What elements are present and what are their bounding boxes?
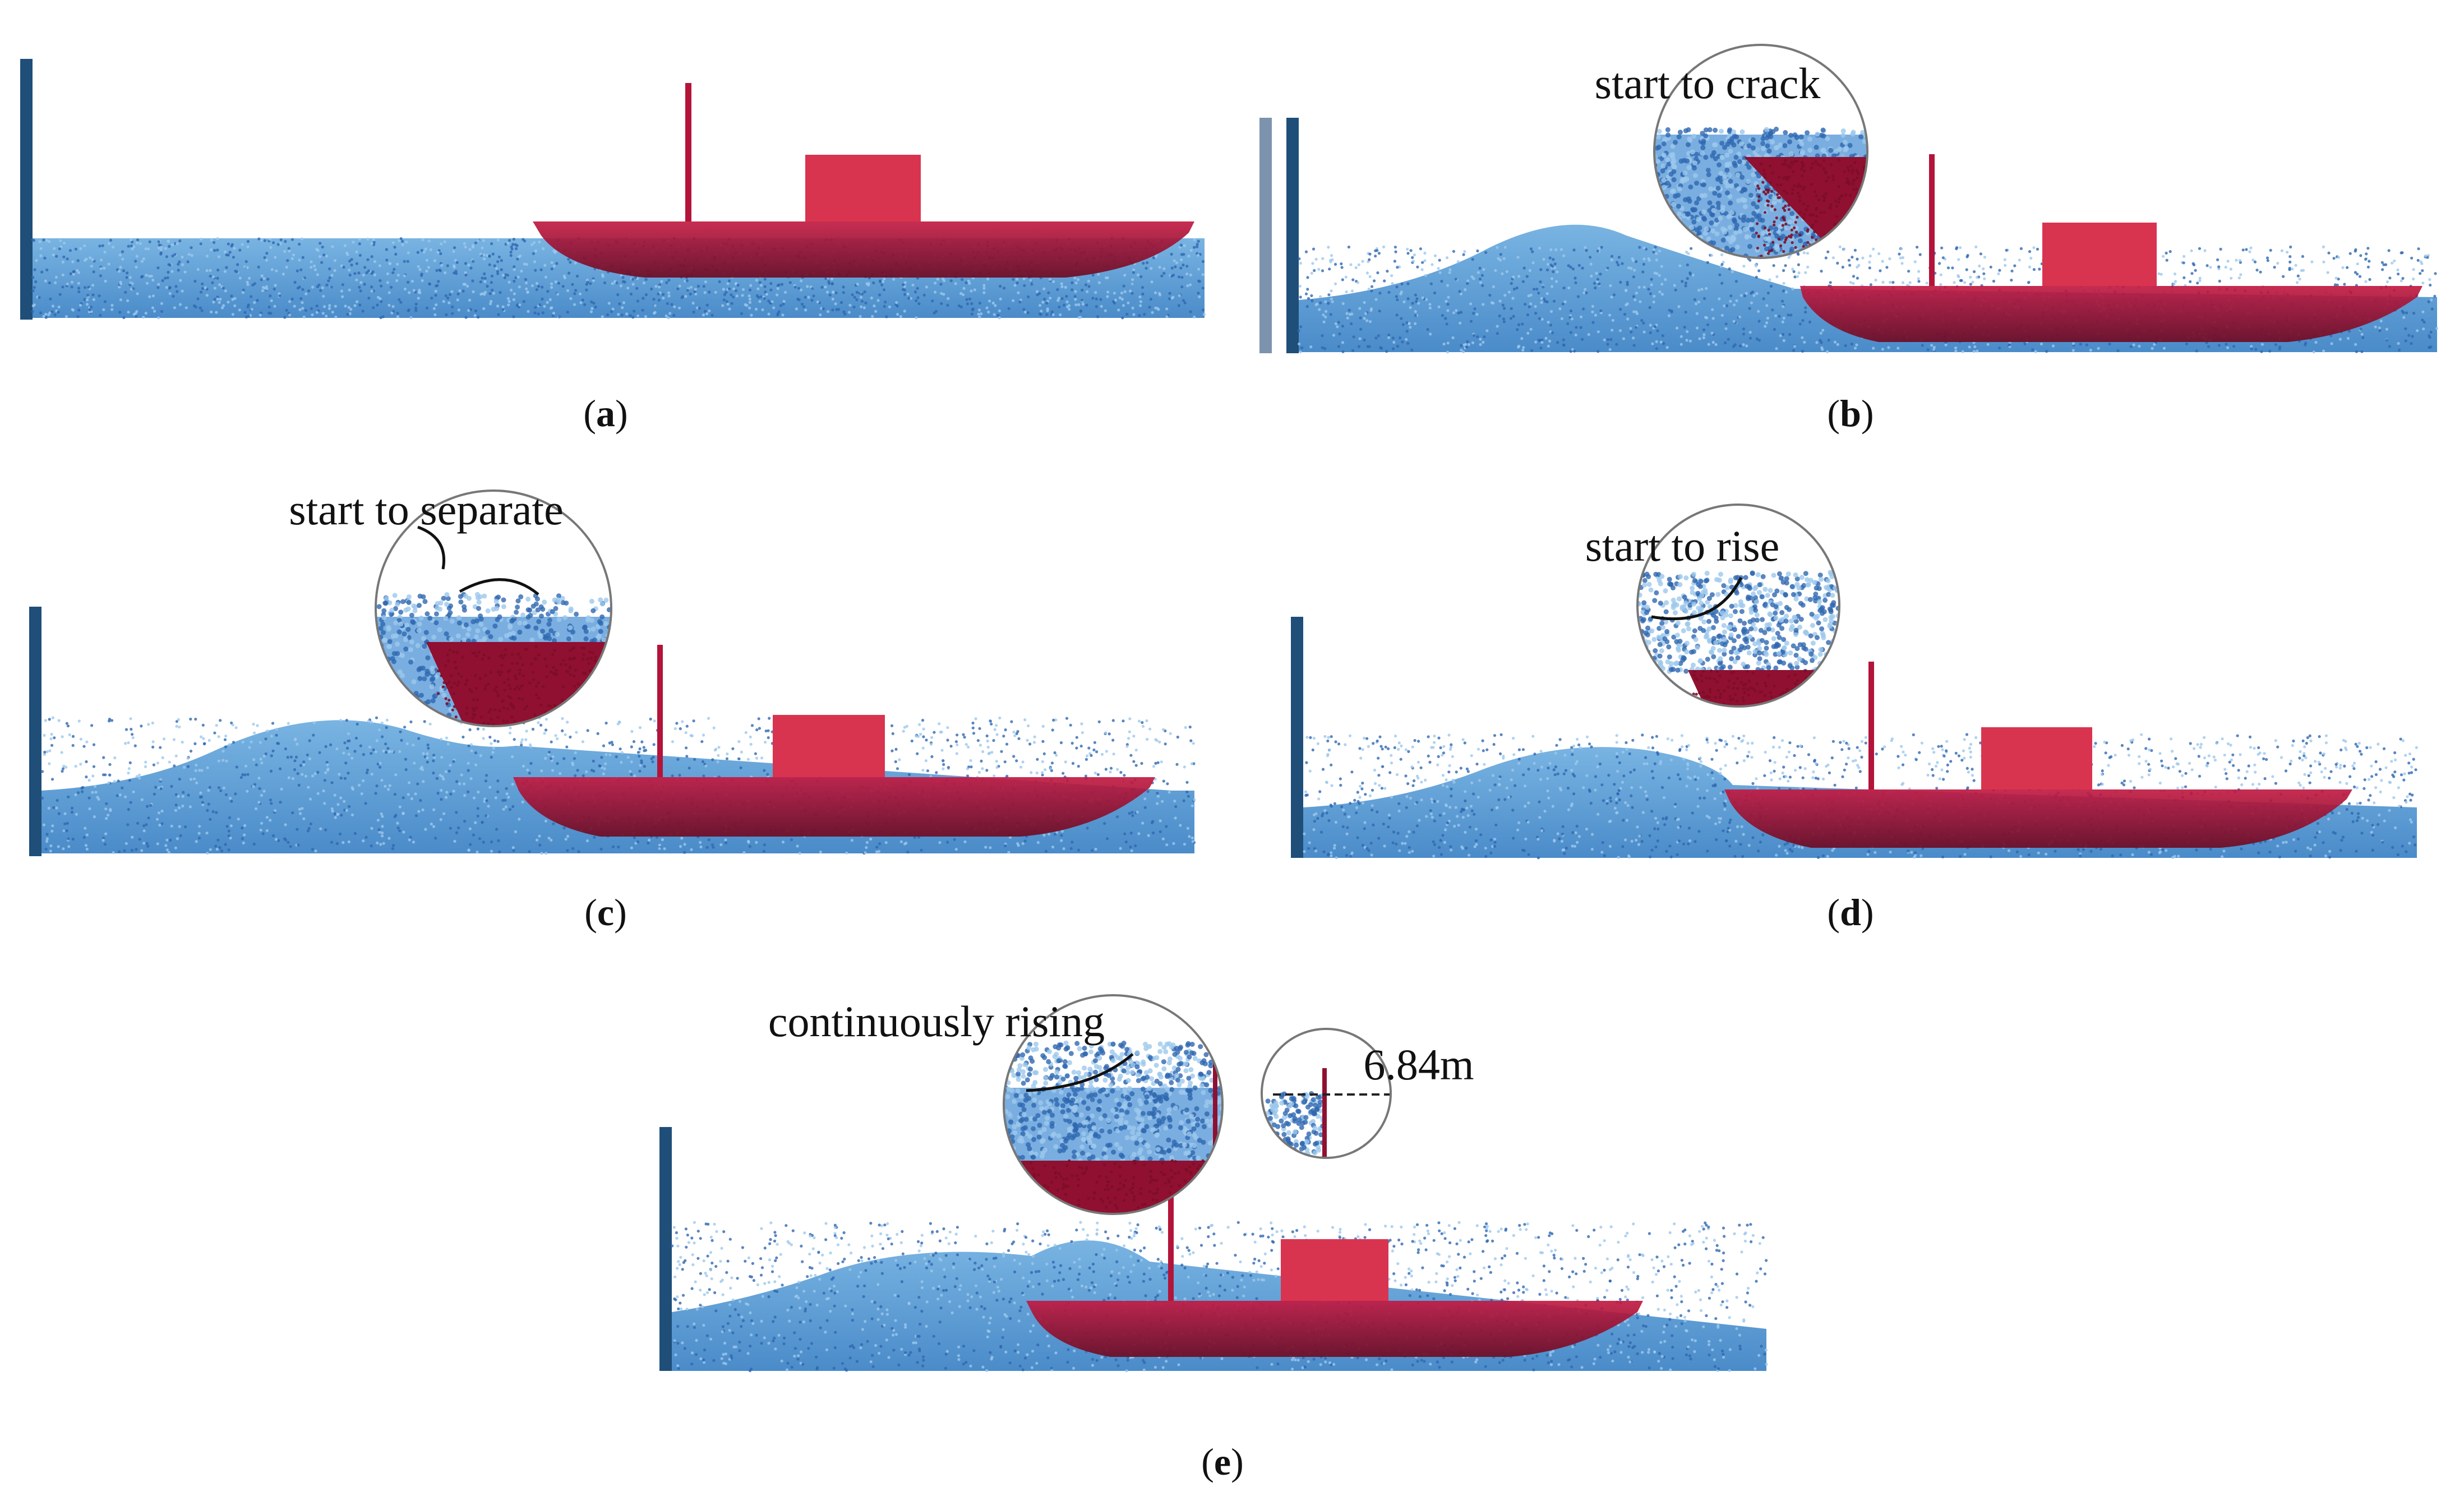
ship-mast [657,645,663,777]
ship-cabin [805,155,921,221]
ship-hull [1724,789,2352,848]
caption-c: (c) [584,891,627,934]
caption-e: (e) [1201,1440,1244,1483]
ship-hull [513,777,1155,837]
caption-d: (d) [1827,891,1874,934]
wavemaker-wall [659,1127,672,1371]
ship-mast [1929,154,1935,286]
annotation-continuously-rising: continuously rising [768,997,1105,1046]
wavemaker-wall [1291,617,1303,858]
panel-b: start to crack (b) [1259,44,2439,435]
caption-a: (a) [583,392,627,435]
wavemaker-wall-back [1259,118,1272,353]
ship-hull [1026,1301,1643,1357]
annotation-start-to-crack: start to crack [1595,59,1821,108]
zoom-circle [1003,994,1224,1215]
ship-cabin [2042,223,2157,286]
arrow-curve [459,578,539,595]
wavemaker-wall [1286,118,1299,353]
panel-e: continuously rising 6.84m (e) [659,994,1768,1483]
annotation-start-to-rise: start to rise [1585,521,1780,570]
wavemaker-wall [20,59,33,320]
ship-cabin [1281,1239,1388,1301]
ship-cabin [1981,727,2092,789]
panel-c: start to separate (c) [29,485,1196,934]
annotation-height-value: 6.84m [1363,1040,1474,1089]
arrow-curve [1651,576,1743,621]
ship-hull [533,221,1194,278]
arrow-curve [417,525,445,570]
annotation-start-to-separate: start to separate [289,485,563,534]
wavemaker-wall [29,607,41,856]
panel-d: start to rise (d) [1291,504,2418,934]
arrow-curve [1026,1053,1134,1092]
ship-hull [1800,286,2423,342]
ship-mast [1868,662,1874,789]
particle-layer [671,1221,1768,1373]
ship-mast [1168,1180,1174,1301]
ship-cabin [773,715,885,777]
panel-a: (a) [20,59,1206,435]
caption-b: (b) [1827,392,1874,435]
ship-mast [685,83,691,221]
